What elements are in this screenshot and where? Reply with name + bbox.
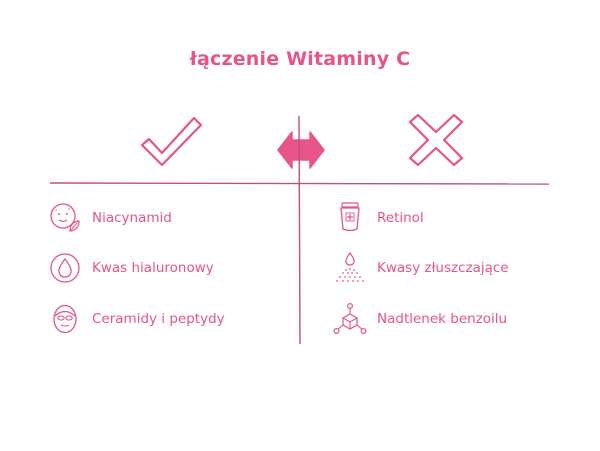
molecule-icon xyxy=(333,302,367,335)
list-item: Kwas hialuronowy xyxy=(48,251,214,285)
list-item: Niacynamid xyxy=(48,201,172,235)
drop-circle-icon xyxy=(50,253,80,283)
item-label: Nadtlenek benzoilu xyxy=(377,311,508,327)
item-label: Ceramidy i peptydy xyxy=(92,311,225,327)
face-mask-icon xyxy=(53,304,77,334)
list-item: Nadtlenek benzoilu xyxy=(333,302,507,336)
double-arrow-icon xyxy=(277,131,325,169)
cream-tube-icon xyxy=(340,202,360,232)
cross-icon xyxy=(408,113,464,167)
checkmark-icon xyxy=(140,116,203,167)
item-label: Kwasy złuszczające xyxy=(377,260,509,276)
item-label: Retinol xyxy=(377,210,424,226)
list-item: Kwasy złuszczające xyxy=(333,251,509,285)
item-label: Kwas hialuronowy xyxy=(92,260,214,276)
list-item: Ceramidy i peptydy xyxy=(48,302,225,336)
face-leaf-icon xyxy=(50,203,80,232)
item-label: Niacynamid xyxy=(92,210,172,226)
page-title: łączenie Witaminy C xyxy=(189,48,411,70)
drop-spray-icon xyxy=(336,251,364,282)
list-item: Retinol xyxy=(333,201,424,235)
